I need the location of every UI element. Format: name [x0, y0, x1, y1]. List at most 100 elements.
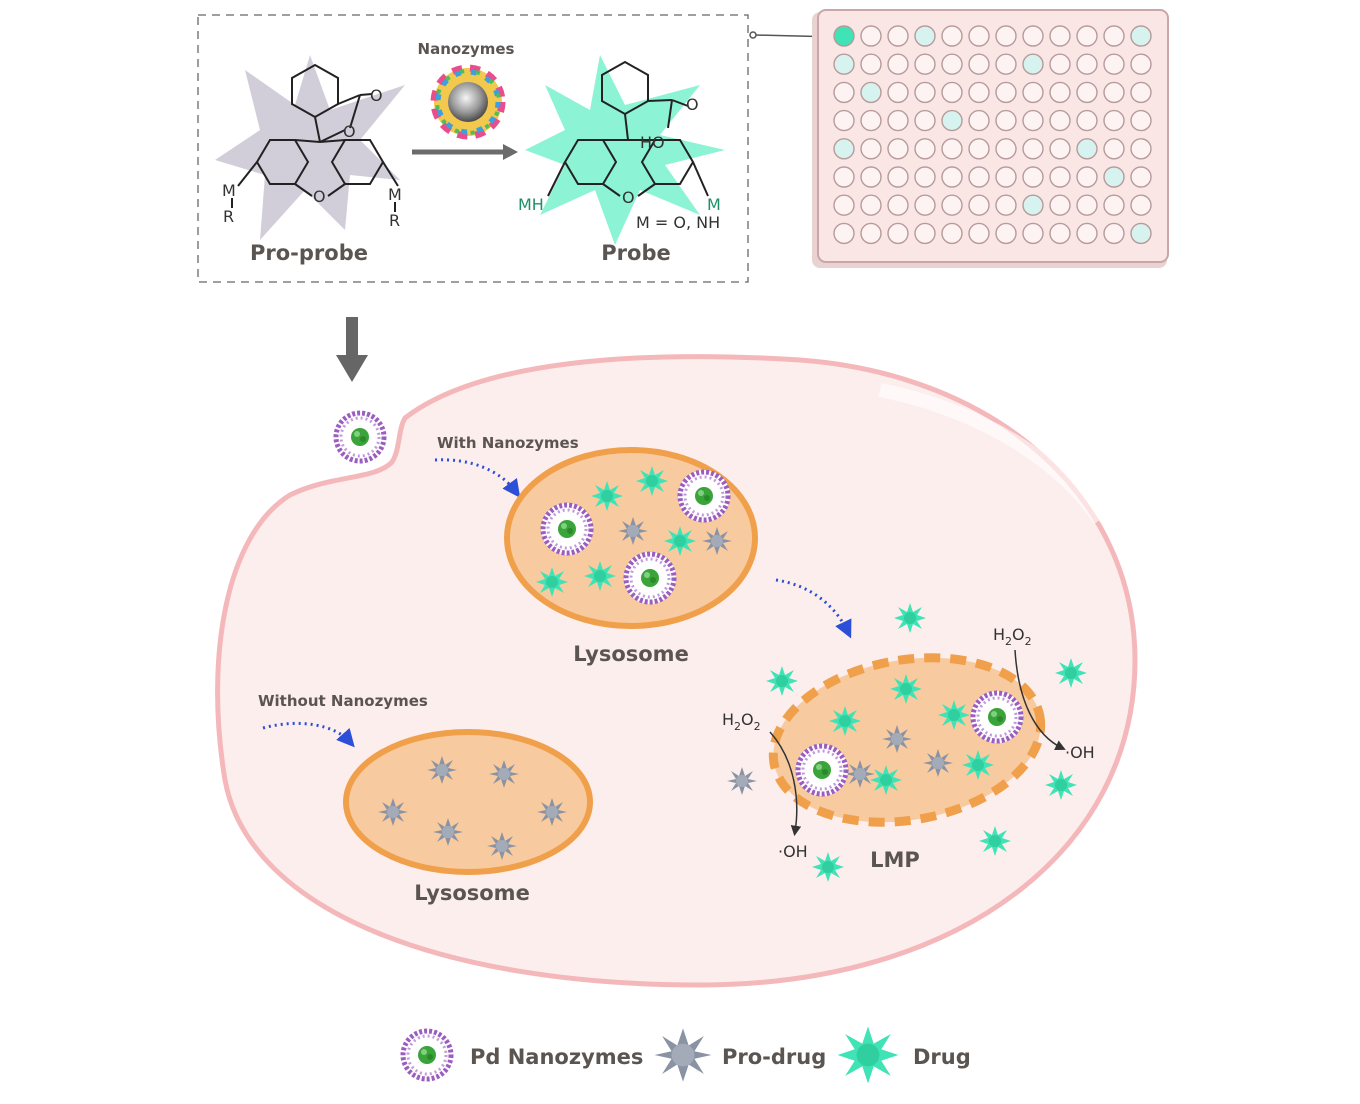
well	[1022, 81, 1044, 104]
well-plate	[812, 9, 1169, 268]
well	[1049, 194, 1071, 216]
well	[995, 25, 1017, 47]
pro-probe-structure	[231, 63, 399, 212]
well	[968, 222, 990, 245]
pro-probe-r-right: R	[389, 211, 400, 230]
well	[887, 194, 909, 216]
well	[914, 25, 936, 47]
well	[833, 138, 855, 160]
well	[860, 166, 882, 188]
well	[914, 166, 936, 188]
lysosome-label-bottom: Lysosome	[414, 881, 530, 905]
well	[914, 194, 936, 216]
well	[860, 25, 882, 47]
well	[887, 166, 909, 188]
well	[1022, 222, 1044, 245]
well	[941, 81, 963, 104]
well	[1130, 166, 1152, 188]
probe-m-definition: M = O, NH	[636, 213, 720, 232]
lysosome-top	[504, 447, 758, 629]
pro-probe-m-right: M	[388, 185, 402, 204]
reaction-arrowhead	[503, 144, 518, 160]
nanozyme-particle	[430, 64, 506, 140]
well	[1103, 166, 1125, 188]
legend-label-drug: Drug	[913, 1045, 971, 1069]
well	[887, 53, 909, 75]
well	[1130, 109, 1152, 132]
well-grid	[833, 25, 1152, 245]
well	[968, 166, 990, 188]
well	[1130, 81, 1152, 104]
well	[941, 166, 963, 188]
well	[995, 194, 1017, 216]
well	[860, 194, 882, 216]
well	[860, 81, 882, 104]
nanozymes-label: Nanozymes	[418, 40, 515, 58]
well	[887, 138, 909, 160]
well	[914, 53, 936, 75]
probe-o-ring: O	[622, 188, 635, 207]
legend-label-pd-nanozymes: Pd Nanozymes	[470, 1045, 643, 1069]
well	[1103, 25, 1125, 47]
well	[1076, 138, 1098, 160]
well	[941, 194, 963, 216]
well	[941, 53, 963, 75]
well	[1076, 25, 1098, 47]
legend: Pd Nanozymes Pro-drug Drug	[401, 1026, 971, 1084]
without-nanozymes-label: Without Nanozymes	[258, 692, 428, 710]
pro-probe-o-ring: O	[313, 187, 326, 206]
down-arrow	[336, 317, 368, 382]
well	[833, 81, 855, 104]
well	[1130, 25, 1152, 47]
without-nanozymes-arrow	[262, 721, 355, 748]
lysosome-label-top: Lysosome	[573, 642, 689, 666]
well	[968, 194, 990, 216]
well	[833, 53, 855, 75]
probe-structure	[547, 60, 709, 197]
well	[995, 109, 1017, 132]
well	[1076, 81, 1098, 104]
well	[1049, 166, 1071, 188]
well	[914, 81, 936, 104]
pro-drug-icon	[654, 1028, 712, 1082]
well	[1022, 109, 1044, 132]
well	[1103, 194, 1125, 216]
well	[941, 222, 963, 245]
probe-glow	[525, 55, 725, 245]
well	[1130, 138, 1152, 160]
well	[1022, 194, 1044, 216]
well	[1076, 194, 1098, 216]
well	[941, 25, 963, 47]
well	[995, 81, 1017, 104]
well	[914, 109, 936, 132]
well	[1049, 53, 1071, 75]
well	[968, 138, 990, 160]
lysosome-bottom	[343, 729, 593, 875]
h2o2-left-arrow	[769, 731, 802, 837]
well	[941, 109, 963, 132]
lmp-label: LMP	[870, 848, 920, 872]
well	[1049, 25, 1071, 47]
probe-o-carbonyl: O	[686, 95, 699, 114]
well	[1022, 138, 1044, 160]
h2o2-right: H2O2	[993, 625, 1032, 648]
well	[1130, 222, 1152, 245]
h2o2-right-arrow	[1014, 649, 1066, 750]
well	[968, 81, 990, 104]
pro-probe-m-left: M	[222, 181, 236, 200]
well	[860, 138, 882, 160]
well	[1076, 53, 1098, 75]
well	[941, 138, 963, 160]
well	[860, 53, 882, 75]
well	[1049, 222, 1071, 245]
well-active	[833, 25, 855, 47]
well	[914, 222, 936, 245]
well	[995, 53, 1017, 75]
well	[1076, 166, 1098, 188]
well	[833, 222, 855, 245]
well	[968, 53, 990, 75]
well	[1103, 138, 1125, 160]
with-nanozymes-label: With Nanozymes	[437, 434, 579, 452]
well	[887, 222, 909, 245]
